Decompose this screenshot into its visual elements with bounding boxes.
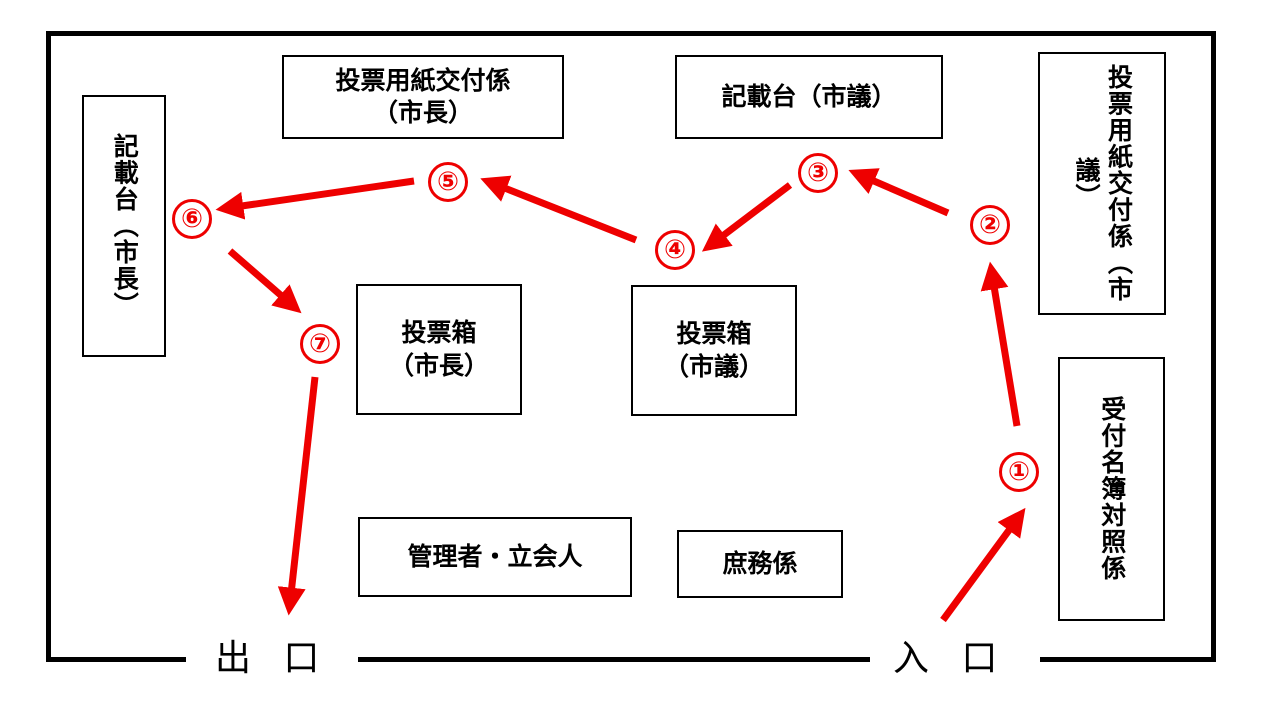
reception-label: 受付名簿対照係 bbox=[1097, 396, 1127, 582]
reception-box: 受付名簿対照係 bbox=[1058, 357, 1165, 621]
step-5-marker: ⑤ bbox=[428, 162, 468, 202]
arrow-5-to-6 bbox=[215, 177, 415, 220]
ballot-issue-mayor-box: 投票用紙交付係 （市長） bbox=[282, 55, 564, 139]
wall-right bbox=[1211, 31, 1216, 662]
general-affairs-label: 庶務係 bbox=[722, 548, 798, 578]
wall-top bbox=[46, 31, 1216, 36]
exit-label: 出口 bbox=[215, 638, 352, 679]
wall-left bbox=[46, 31, 51, 662]
step-7-marker: ⑦ bbox=[300, 324, 340, 364]
arrow-6-to-7 bbox=[227, 248, 302, 314]
arrow-3-to-4 bbox=[701, 182, 793, 252]
arrow-4-to-5 bbox=[480, 175, 638, 244]
general-affairs-box: 庶務係 bbox=[677, 530, 843, 598]
step-1-marker: ① bbox=[999, 452, 1039, 492]
ballot-box-mayor-label: 投票箱 bbox=[401, 318, 477, 347]
writing-desk-mayor-label: 記載台（市長） bbox=[110, 133, 140, 319]
ballot-box-mayor-box: 投票箱 （市長） bbox=[356, 284, 522, 415]
ballot-issue-council-box: 投票用紙交付係（市議） bbox=[1038, 52, 1166, 315]
arrow-2-to-3 bbox=[848, 168, 950, 217]
arrow-entrance-to-1 bbox=[940, 507, 1026, 623]
wall-bottom-right bbox=[1040, 657, 1216, 662]
ballot-box-council-box: 投票箱 （市議） bbox=[631, 285, 797, 416]
writing-desk-mayor-box: 記載台（市長） bbox=[82, 95, 166, 357]
ballot-box-council-sub: （市議） bbox=[663, 351, 764, 381]
writing-desk-council-label: 記載台（市議） bbox=[721, 81, 897, 111]
manager-witness-label: 管理者・立会人 bbox=[407, 541, 583, 571]
ballot-box-council-label: 投票箱 bbox=[676, 319, 752, 348]
ballot-issue-mayor-sub: （市長） bbox=[372, 98, 473, 127]
step-4-marker: ④ bbox=[655, 230, 695, 270]
step-6-marker: ⑥ bbox=[172, 199, 212, 239]
ballot-issue-mayor-label: 投票用紙交付係 bbox=[335, 65, 511, 95]
step-3-marker: ③ bbox=[798, 153, 838, 193]
wall-bottom-middle bbox=[358, 657, 870, 662]
ballot-issue-council-label: 投票用紙交付係（市議） bbox=[1072, 64, 1134, 303]
writing-desk-council-box: 記載台（市議） bbox=[675, 55, 943, 139]
entrance-label: 入口 bbox=[893, 638, 1030, 679]
wall-bottom-left bbox=[46, 657, 186, 662]
step-2-marker: ② bbox=[970, 205, 1010, 245]
arrow-1-to-2 bbox=[980, 261, 1021, 427]
arrow-7-to-exit bbox=[277, 376, 319, 616]
manager-witness-box: 管理者・立会人 bbox=[358, 517, 632, 597]
ballot-box-mayor-sub: （市長） bbox=[388, 350, 489, 380]
